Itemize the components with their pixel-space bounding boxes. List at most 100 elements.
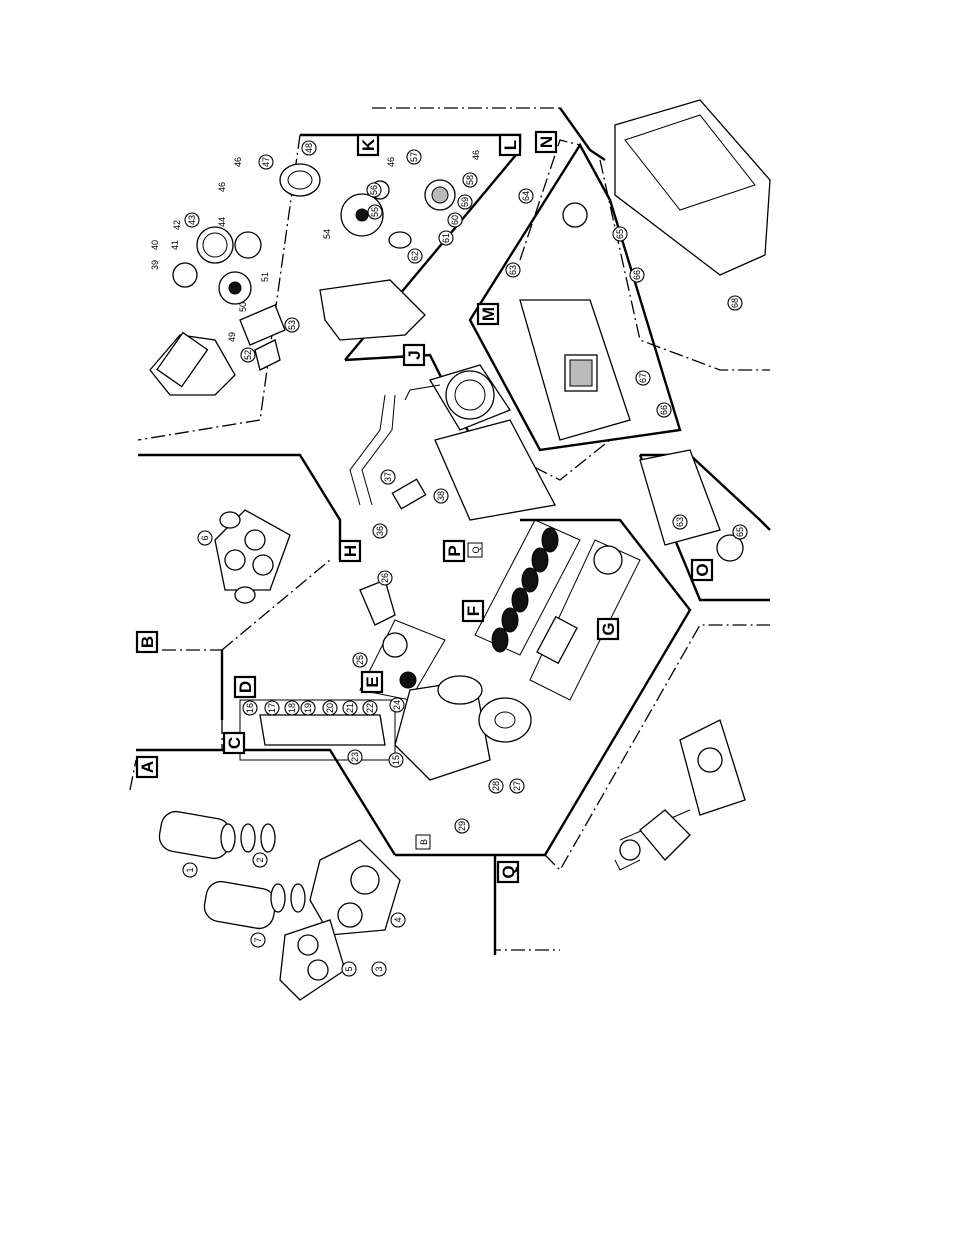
section-q-box: Q xyxy=(498,862,518,882)
svg-text:17: 17 xyxy=(267,703,277,713)
svg-text:56: 56 xyxy=(369,185,379,195)
svg-text:D: D xyxy=(236,681,255,693)
callout-26: 26 xyxy=(378,571,392,585)
label-42: 42 xyxy=(172,220,182,230)
callout-59: 59 xyxy=(458,195,472,209)
callout-47: 47 xyxy=(259,155,273,169)
svg-text:3: 3 xyxy=(374,966,384,971)
region-q-parts xyxy=(615,720,745,870)
callout-48: 48 xyxy=(302,141,316,155)
callout-2: 2 xyxy=(253,853,267,867)
label-54: 54 xyxy=(322,229,332,239)
callout-20: 20 xyxy=(323,701,337,715)
svg-text:63: 63 xyxy=(675,517,685,527)
svg-text:61: 61 xyxy=(441,233,451,243)
svg-text:1: 1 xyxy=(185,867,195,872)
small-q-ref: Q xyxy=(468,543,482,557)
callout-27: 27 xyxy=(510,779,524,793)
callout-18: 18 xyxy=(285,701,299,715)
section-j-box: J xyxy=(404,345,424,365)
svg-text:J: J xyxy=(405,350,424,359)
label-46c: 46 xyxy=(386,157,396,167)
svg-text:36: 36 xyxy=(375,526,385,536)
callout-66b: 66 xyxy=(657,403,671,417)
section-h-box: H xyxy=(340,541,360,561)
svg-text:2: 2 xyxy=(255,857,265,862)
callout-36: 36 xyxy=(373,524,387,538)
svg-text:66: 66 xyxy=(659,405,669,415)
callout-68: 68 xyxy=(728,296,742,310)
callout-23: 23 xyxy=(348,750,362,764)
callout-15: 15 xyxy=(389,753,403,767)
svg-text:64: 64 xyxy=(521,191,531,201)
label-51: 51 xyxy=(260,272,270,282)
callout-56: 56 xyxy=(367,183,381,197)
svg-text:15: 15 xyxy=(391,755,401,765)
region-h-b-parts xyxy=(215,510,290,603)
svg-text:59: 59 xyxy=(460,197,470,207)
label-46d: 46 xyxy=(471,150,481,160)
region-f-g-parts xyxy=(475,520,640,700)
svg-text:22: 22 xyxy=(365,703,375,713)
svg-text:25: 25 xyxy=(355,655,365,665)
svg-text:28: 28 xyxy=(491,781,501,791)
svg-text:B: B xyxy=(419,839,429,845)
callout-29: 29 xyxy=(455,819,469,833)
callout-1: 1 xyxy=(183,863,197,877)
svg-text:6: 6 xyxy=(200,535,210,540)
svg-text:A: A xyxy=(138,761,157,773)
svg-text:K: K xyxy=(359,138,378,151)
callout-3: 3 xyxy=(372,962,386,976)
svg-text:52: 52 xyxy=(243,350,253,360)
svg-text:63: 63 xyxy=(508,265,518,275)
callout-60: 60 xyxy=(448,213,462,227)
callout-55: 55 xyxy=(368,205,382,219)
svg-text:16: 16 xyxy=(245,703,255,713)
section-f-box: F xyxy=(463,601,483,621)
section-k-box: K xyxy=(358,135,378,155)
svg-text:C: C xyxy=(225,737,244,749)
callout-19: 19 xyxy=(301,701,315,715)
svg-text:62: 62 xyxy=(410,251,420,261)
svg-text:21: 21 xyxy=(345,703,355,713)
callout-53: 53 xyxy=(285,318,299,332)
callout-17: 17 xyxy=(265,701,279,715)
svg-text:29: 29 xyxy=(457,821,467,831)
svg-text:26: 26 xyxy=(380,573,390,583)
callout-67: 67 xyxy=(636,371,650,385)
section-o-box: O xyxy=(692,560,712,580)
callout-22: 22 xyxy=(363,701,377,715)
svg-text:38: 38 xyxy=(436,491,446,501)
section-n-box: N xyxy=(536,132,556,152)
svg-text:53: 53 xyxy=(287,320,297,330)
callout-58: 58 xyxy=(463,173,477,187)
svg-text:P: P xyxy=(445,545,464,556)
label-44: 44 xyxy=(217,217,227,227)
label-46b: 46 xyxy=(217,182,227,192)
svg-text:57: 57 xyxy=(409,152,419,162)
svg-text:M: M xyxy=(479,307,498,321)
svg-text:Q: Q xyxy=(499,865,518,878)
svg-text:58: 58 xyxy=(465,175,475,185)
label-49: 49 xyxy=(227,332,237,342)
callout-65b: 65 xyxy=(733,525,747,539)
callout-66a: 66 xyxy=(630,268,644,282)
callout-63a: 63 xyxy=(506,263,520,277)
svg-text:20: 20 xyxy=(325,703,335,713)
section-m-box: M xyxy=(478,304,498,324)
callout-62: 62 xyxy=(408,249,422,263)
callout-4: 4 xyxy=(391,913,405,927)
region-a-parts xyxy=(157,809,400,1000)
label-39: 39 xyxy=(150,260,160,270)
svg-text:27: 27 xyxy=(512,781,522,791)
svg-text:G: G xyxy=(599,622,618,635)
callout-25: 25 xyxy=(353,653,367,667)
svg-text:4: 4 xyxy=(393,917,403,922)
callout-63b: 63 xyxy=(673,515,687,529)
section-e-box: E xyxy=(362,672,382,692)
section-c-box: C xyxy=(224,733,244,753)
callout-28: 28 xyxy=(489,779,503,793)
svg-text:B: B xyxy=(138,636,157,648)
svg-text:68: 68 xyxy=(730,298,740,308)
